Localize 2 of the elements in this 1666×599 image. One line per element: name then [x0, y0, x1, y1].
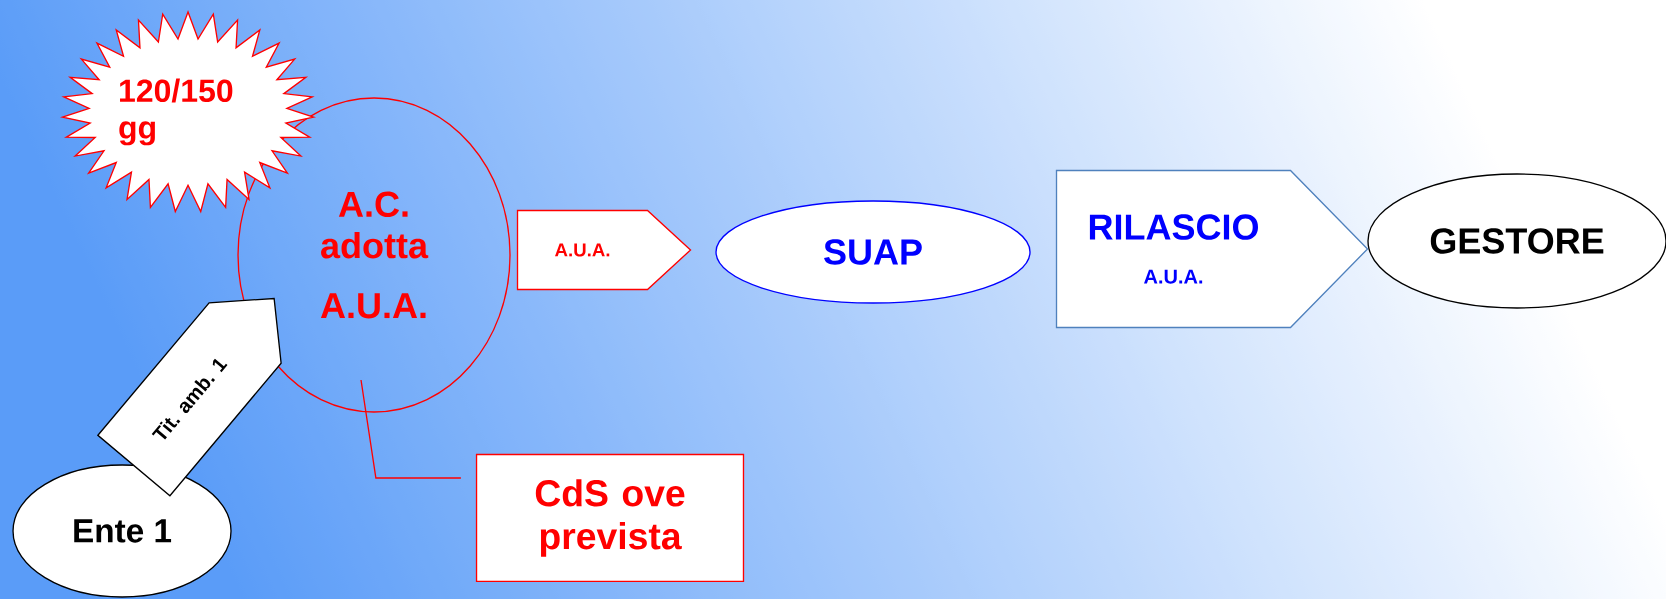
leader-line [360, 379, 462, 479]
note-box: CdS ove prevista [475, 453, 745, 583]
